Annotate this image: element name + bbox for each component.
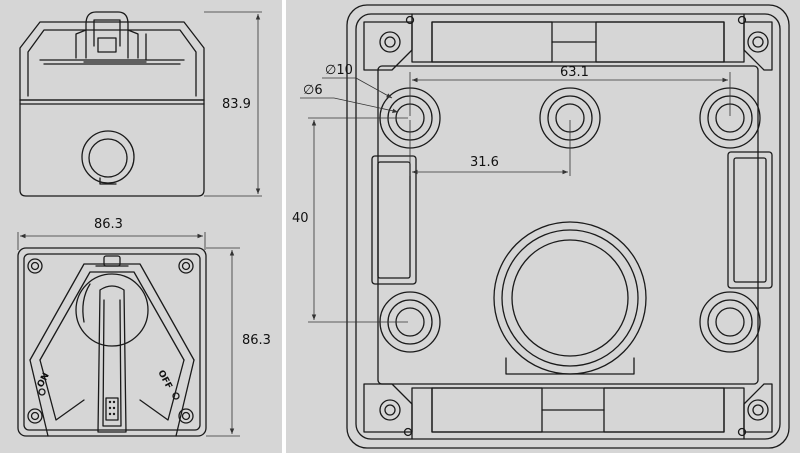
front-width-dim: 86.3 xyxy=(94,217,123,232)
side-height-dim: 83.9 xyxy=(222,97,251,112)
front-screw-br xyxy=(178,408,194,424)
center-opening xyxy=(493,221,647,375)
hole-spacing-wide: 63.1 xyxy=(560,65,589,80)
boss-bottom-right xyxy=(699,291,761,353)
hole-outer-dia: ∅10 xyxy=(325,63,353,78)
back-screw-tl xyxy=(363,15,415,71)
side-view: 83.9 xyxy=(19,11,262,197)
back-screw-tr xyxy=(737,15,773,71)
back-screw-bl xyxy=(363,383,413,437)
lock-dots xyxy=(108,400,116,416)
front-screw-tr xyxy=(178,258,194,274)
back-screw-br xyxy=(737,383,773,437)
front-height-dim: 86.3 xyxy=(242,333,271,348)
front-screw-tl xyxy=(27,258,43,274)
left-panel xyxy=(0,0,282,453)
hole-spacing-half: 31.6 xyxy=(470,155,499,170)
back-view: 63.1 31.6 40 ∅10 ∅6 xyxy=(292,4,790,449)
hole-spacing-vertical: 40 xyxy=(292,211,309,226)
front-screw-bl xyxy=(27,408,43,424)
hole-inner-dia: ∅6 xyxy=(303,83,323,98)
